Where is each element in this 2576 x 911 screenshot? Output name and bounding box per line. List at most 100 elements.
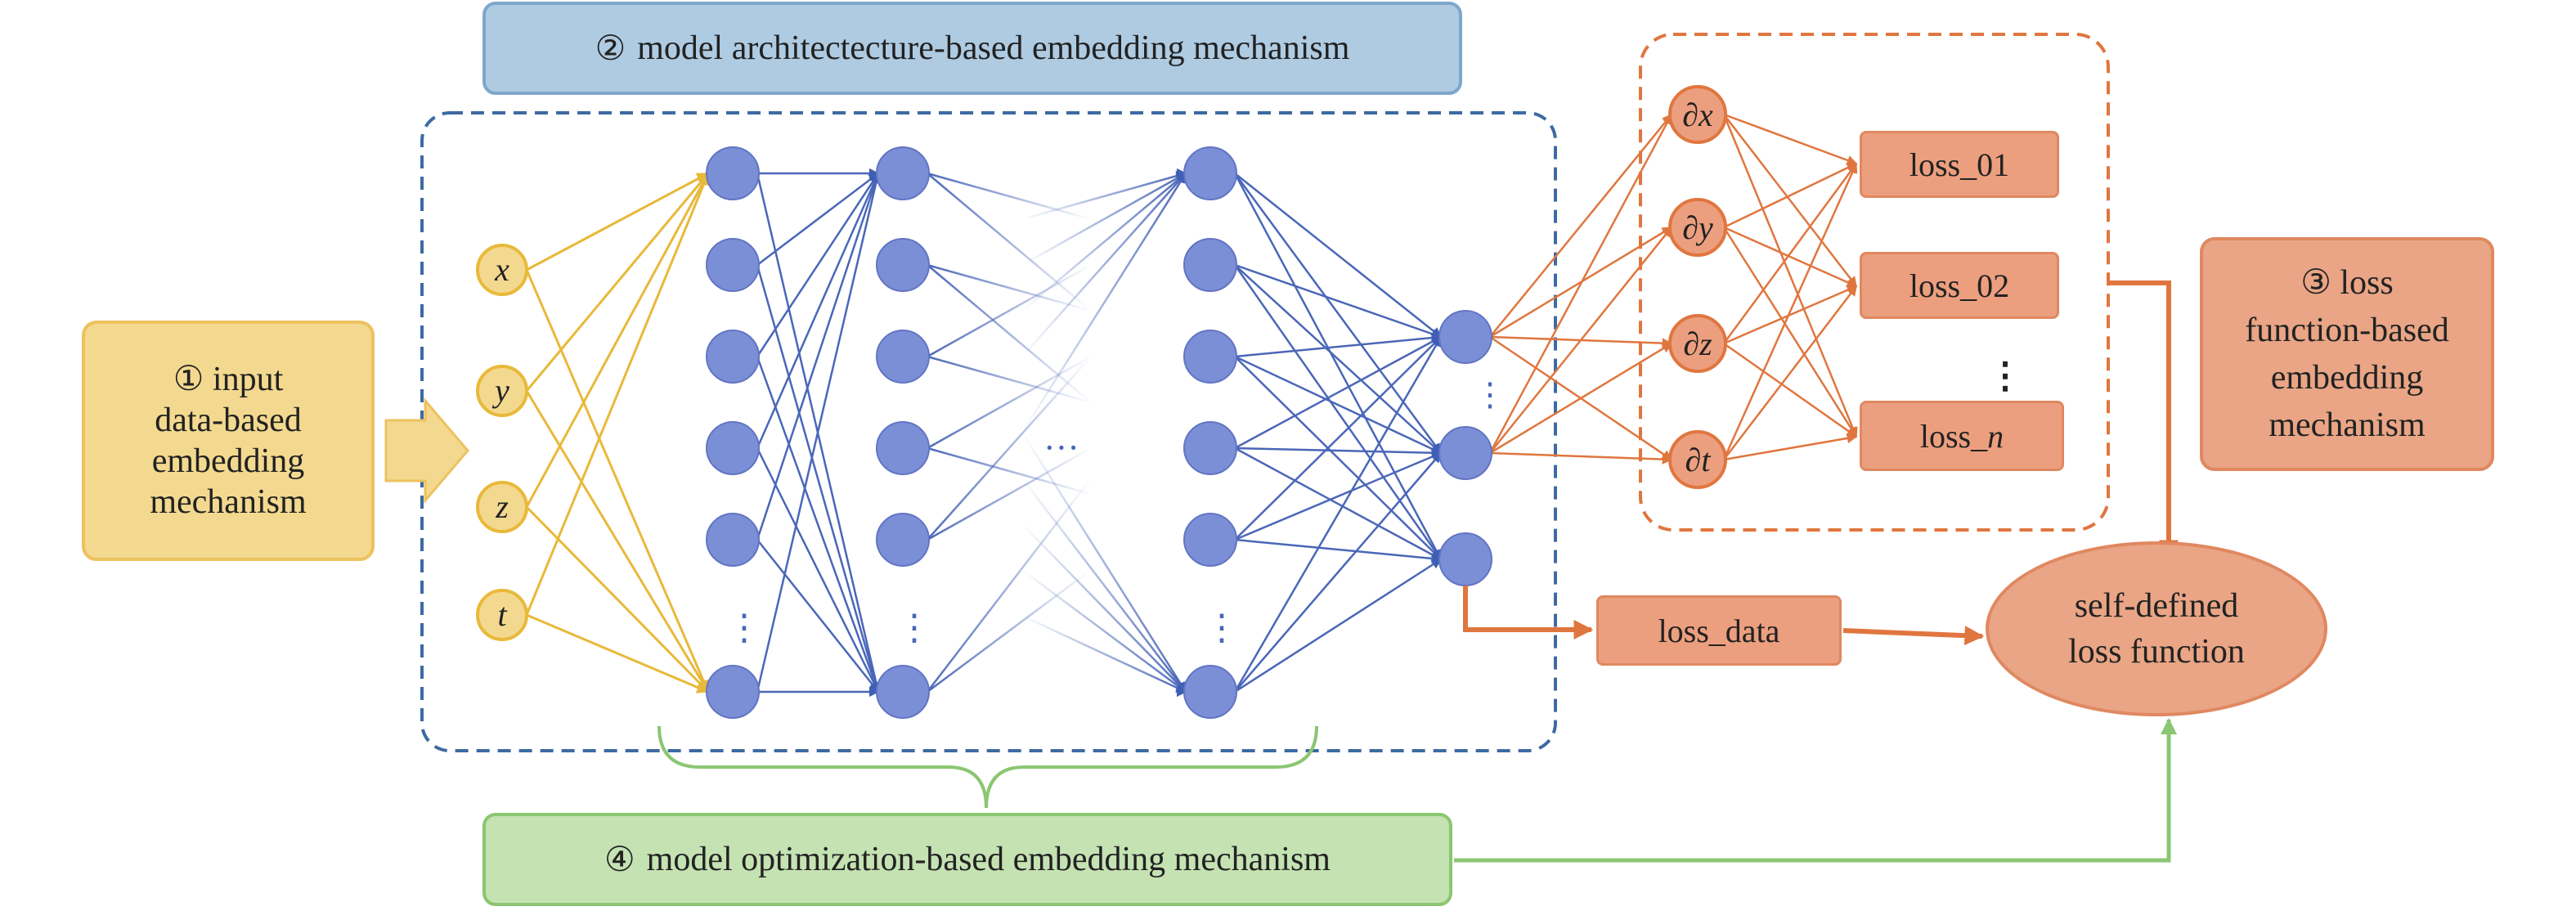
input-edge [525, 172, 710, 392]
output-edge [1234, 451, 1443, 541]
hidden-node [706, 146, 760, 200]
input-edge [525, 390, 710, 693]
hidden-edge-fading [1021, 568, 1187, 693]
input-node-label: z [495, 488, 509, 525]
output-edge [1234, 447, 1443, 458]
hidden-edge-fading [927, 568, 1092, 693]
loss-02-label: loss_02 [1909, 267, 2010, 304]
hidden-edge [756, 172, 880, 357]
hidden-edge [756, 173, 879, 266]
hidden-edge-fading [1021, 172, 1187, 267]
vertical-dots: ⋮ [726, 608, 762, 648]
loss-n-box: loss_n [1860, 401, 2064, 471]
loss-edge [1722, 227, 1858, 438]
output-edge [1234, 263, 1443, 339]
loss-n-prefix: loss_ [1919, 417, 1988, 455]
hidden-edge [756, 172, 882, 693]
hidden-edge-fading [927, 172, 1092, 221]
input-edge [525, 269, 710, 693]
loss-edge [1723, 114, 1857, 287]
optimization-mechanism-number: ④ [604, 841, 635, 879]
hidden-node [876, 330, 930, 384]
input-node-t [476, 589, 528, 641]
hidden-node [706, 513, 760, 567]
output-edge [1234, 355, 1443, 455]
output-to-loss-data-connector [1463, 586, 1594, 639]
input-node-z [476, 481, 528, 533]
input-node-label: y [491, 372, 509, 409]
derivative-edge [1489, 451, 1673, 464]
loss-mechanism-line-1: loss [2340, 264, 2394, 302]
hidden-edge-fading [927, 355, 1092, 450]
derivative-node [1668, 314, 1727, 373]
hidden-edge [756, 172, 881, 541]
loss-edge [1723, 342, 1858, 438]
loss-edge [1723, 285, 1858, 345]
hidden-edge-fading [927, 355, 1092, 404]
hidden-node [706, 330, 760, 384]
hidden-edge-fading [927, 173, 1092, 312]
hidden-node [876, 513, 930, 567]
loss-edge [1723, 226, 1858, 288]
loss-n-label: loss_n [1920, 417, 2004, 456]
output-edge [1234, 173, 1442, 338]
hidden-edges [756, 168, 1443, 698]
self-defined-line-2: loss function [2068, 633, 2245, 671]
hidden-edge-fading [927, 264, 1092, 403]
derivative-edges [1488, 113, 1858, 464]
hidden-edge-fading [927, 263, 1092, 312]
hidden-node [706, 665, 760, 719]
derivative-node-label: ∂y [1682, 209, 1713, 246]
hidden-node [1183, 421, 1237, 475]
input-mechanism-line-2: data-based [155, 402, 302, 439]
hidden-node [876, 238, 930, 292]
model-mechanism-label: model architectecture-based embedding me… [637, 29, 1350, 67]
optimization-mechanism-label: model optimization-based embedding mecha… [646, 841, 1331, 878]
input-mechanism-line-1: input [212, 361, 284, 398]
loss-data-label: loss_data [1658, 612, 1780, 649]
hidden-edge [756, 447, 880, 693]
optimization-mechanism-box: ④ model optimization-based embedding mec… [482, 813, 1452, 906]
loss-mechanism-line-4: mechanism [2269, 406, 2426, 444]
derivative-node-label: ∂z [1683, 325, 1712, 362]
loss-n-variable: n [1987, 417, 2004, 455]
hidden-edge-fading [1021, 171, 1187, 221]
output-edge [1233, 335, 1443, 693]
output-edge [1234, 356, 1442, 560]
hidden-edge-fading [927, 447, 1092, 541]
loss-edge [1723, 162, 1858, 229]
loss-mechanism-number: ③ [2300, 264, 2331, 302]
hidden-node [1183, 513, 1237, 567]
model-mechanism-box: ② model architectecture-based embedding … [482, 2, 1462, 95]
hidden-edge-fading [1021, 614, 1187, 693]
loss-edge [1722, 162, 1858, 344]
derivative-edge [1488, 113, 1673, 454]
input-mechanism-line-4: mechanism [150, 483, 307, 521]
input-node-label: t [497, 596, 507, 633]
hidden-edge [756, 264, 881, 693]
input-edge [526, 172, 710, 272]
output-node [1438, 532, 1492, 586]
hidden-node [706, 421, 760, 475]
output-edge [1234, 336, 1442, 541]
hidden-node [706, 238, 760, 292]
loss-edge [1723, 113, 1858, 165]
loss-list-dots: ⋮ [1987, 356, 2023, 396]
output-edge [1234, 332, 1443, 358]
loss-01-box: loss_01 [1860, 131, 2059, 198]
hidden-layers-brace [657, 725, 1318, 809]
vertical-dots: ⋮ [896, 608, 932, 648]
hidden-node [876, 665, 930, 719]
derivative-node-label: ∂x [1682, 96, 1713, 133]
hidden-edge [756, 356, 881, 693]
hidden-edge-fading [1021, 523, 1187, 693]
input-node-x [476, 244, 528, 296]
input-edge [526, 613, 710, 693]
input-mechanism-box: ① input data-based embedding mechanism [82, 321, 375, 561]
hidden-edge-fading [1021, 173, 1187, 357]
input-node-y [476, 365, 528, 417]
output-edge [1234, 264, 1442, 454]
derivative-node [1668, 198, 1727, 257]
hidden-edge [756, 539, 879, 693]
